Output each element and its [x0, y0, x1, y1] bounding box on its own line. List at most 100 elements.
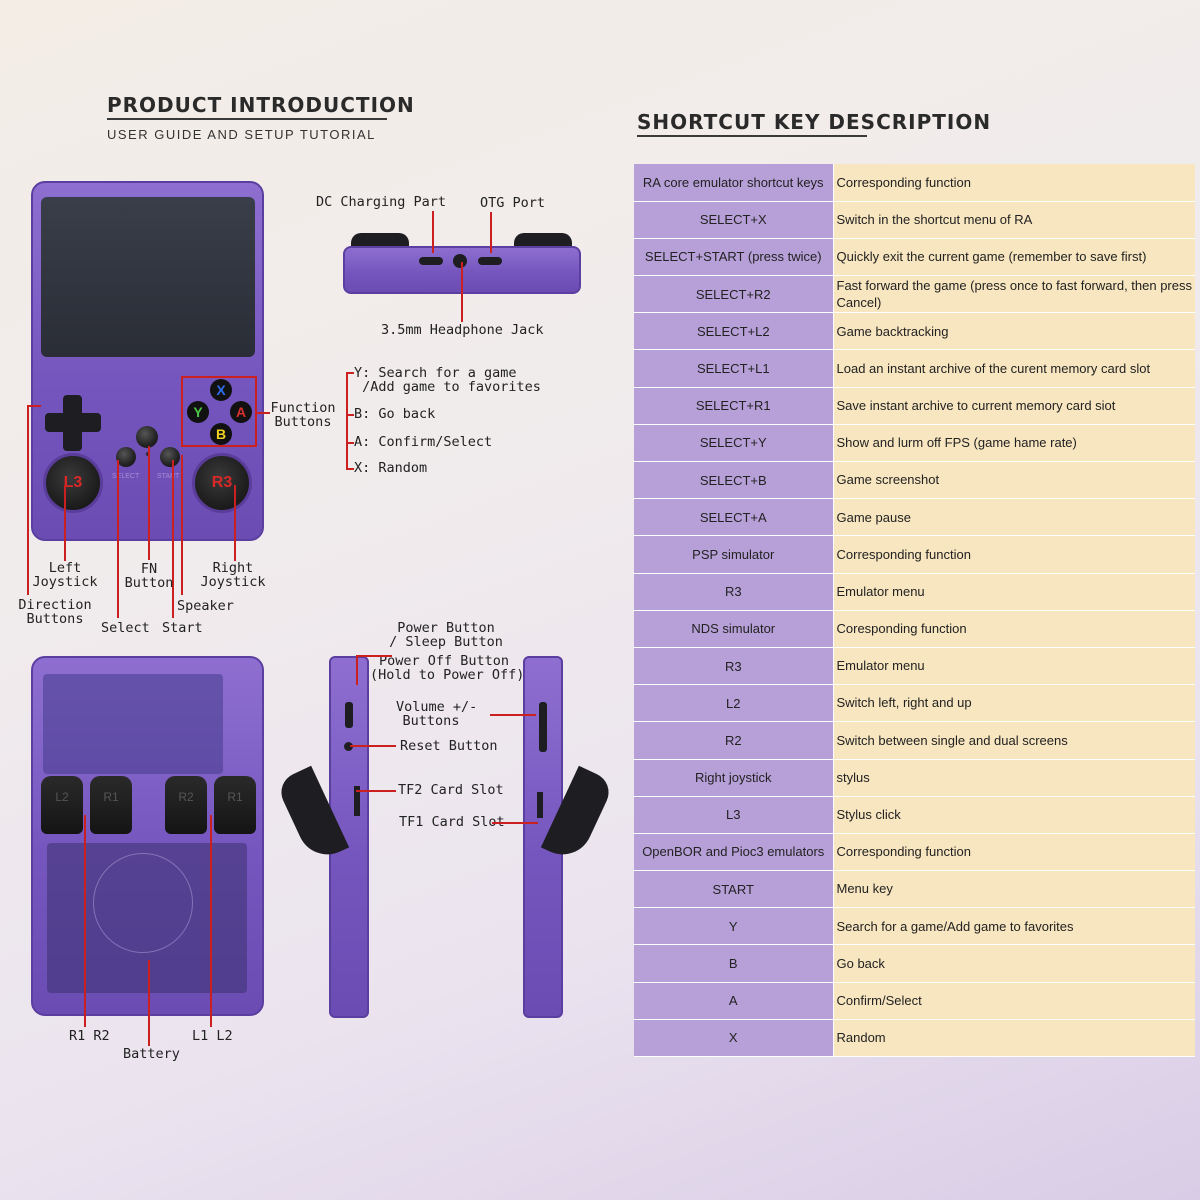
leader-power-v [356, 655, 358, 685]
shortcut-function: Game screenshot [833, 461, 1195, 500]
label-dc-charging: DC Charging Part [316, 194, 447, 210]
label-tf1: TF1 Card Slot [399, 814, 505, 830]
shortcut-function: Switch in the shortcut menu of RA [833, 201, 1195, 239]
label-l1l2: L1 L2 [192, 1028, 233, 1044]
function-bracket-y [346, 372, 354, 374]
select-print: SELECT [112, 473, 140, 480]
leader-function [256, 412, 270, 414]
shortcut-function: Emulator menu [833, 647, 1195, 686]
shortcut-title: SHORTCUT KEY DESCRIPTION [637, 110, 992, 134]
fn-button [136, 426, 158, 448]
shortcut-function: Save instant archive to current memory c… [833, 387, 1195, 425]
leader-dc [432, 211, 434, 253]
right-joystick: R3 [192, 453, 252, 513]
shortcut-key: SELECT+START (press twice) [634, 238, 834, 277]
shortcut-key: Y [634, 907, 834, 946]
button-a: A [230, 401, 252, 423]
leader-jack [461, 262, 463, 322]
label-otg-port: OTG Port [480, 195, 546, 211]
shortcut-key: R3 [634, 573, 834, 611]
label-start: Start [162, 620, 203, 636]
label-tf2: TF2 Card Slot [398, 782, 504, 798]
shortcut-function: Menu key [833, 870, 1195, 909]
function-buttons-frame [181, 376, 257, 447]
leader-left-joystick [64, 485, 66, 561]
label-select: Select [101, 620, 150, 636]
shortcut-function: Game pause [833, 498, 1195, 537]
r3-label: R3 [211, 474, 233, 491]
shortcut-key: R3 [634, 647, 834, 686]
leader-power-h [356, 655, 392, 657]
label-function-buttons: Function Buttons [270, 400, 336, 431]
label-power-off: Power Off Button (Hold to Power Off) [370, 653, 525, 684]
function-bracket-x [346, 468, 354, 470]
button-b: B [210, 423, 232, 445]
label-func-b: B: Go back [354, 406, 436, 422]
shortcut-key: PSP simulator [634, 535, 834, 574]
shortcut-key: L3 [634, 796, 834, 834]
leader-direction-h [27, 405, 41, 407]
shortcut-function: Search for a game/Add game to favorites [833, 907, 1195, 946]
shortcut-function: Stylus click [833, 796, 1195, 834]
l3-label: L3 [63, 474, 83, 491]
shortcut-key: SELECT+L1 [634, 349, 834, 388]
shortcut-key: SELECT+Y [634, 424, 834, 463]
shortcut-function: Corresponding function [833, 164, 1195, 202]
label-volume: Volume +/- Buttons [396, 699, 478, 730]
leader-reset [350, 745, 396, 747]
leader-l1l2 [210, 815, 212, 1027]
shortcut-key: SELECT+R2 [634, 275, 834, 314]
back-panel-window [43, 674, 223, 774]
label-headphone-jack: 3.5mm Headphone Jack [381, 322, 544, 338]
shortcut-key: Right joystick [634, 759, 834, 797]
page-title: PRODUCT INTRODUCTION [107, 93, 415, 117]
leader-r1r2 [84, 815, 86, 1027]
shortcut-key: NDS simulator [634, 610, 834, 648]
shortcut-key: R2 [634, 721, 834, 760]
label-r1r2: R1 R2 [69, 1028, 110, 1044]
device-front-view: X Y A B SELECT START L3 R3 [31, 181, 264, 541]
power-button [345, 702, 353, 728]
label-reset: Reset Button [400, 738, 498, 754]
device-screen [41, 197, 255, 357]
label-func-a: A: Confirm/Select [354, 434, 493, 450]
tf1-slot [537, 792, 543, 818]
select-button [116, 447, 136, 467]
shortcut-key: A [634, 982, 834, 1020]
shortcut-key: SELECT+A [634, 498, 834, 537]
shoulder-l2: L2 [41, 776, 83, 834]
shortcut-function: stylus [833, 759, 1195, 797]
function-bracket-a [346, 442, 354, 444]
leader-speaker [181, 455, 183, 595]
left-joystick: L3 [43, 453, 103, 513]
page-subtitle: USER GUIDE AND SETUP TUTORIAL [107, 127, 376, 142]
label-fn-button: FN Button [124, 561, 174, 592]
button-x: X [210, 379, 232, 401]
shoulder-r2: R2 [165, 776, 207, 834]
label-right-joystick: Right Joystick [200, 560, 266, 591]
label-func-y: Y: Search for a game /Add game to favori… [354, 365, 541, 396]
reset-button [344, 742, 353, 751]
shortcut-key: OpenBOR and Pioc3 emulators [634, 833, 834, 872]
otg-port [478, 257, 502, 265]
shoulder-r1-left: R1 [90, 776, 132, 834]
leader-volume [490, 714, 536, 716]
leader-direction [27, 405, 29, 595]
tf2-slot [354, 786, 360, 816]
